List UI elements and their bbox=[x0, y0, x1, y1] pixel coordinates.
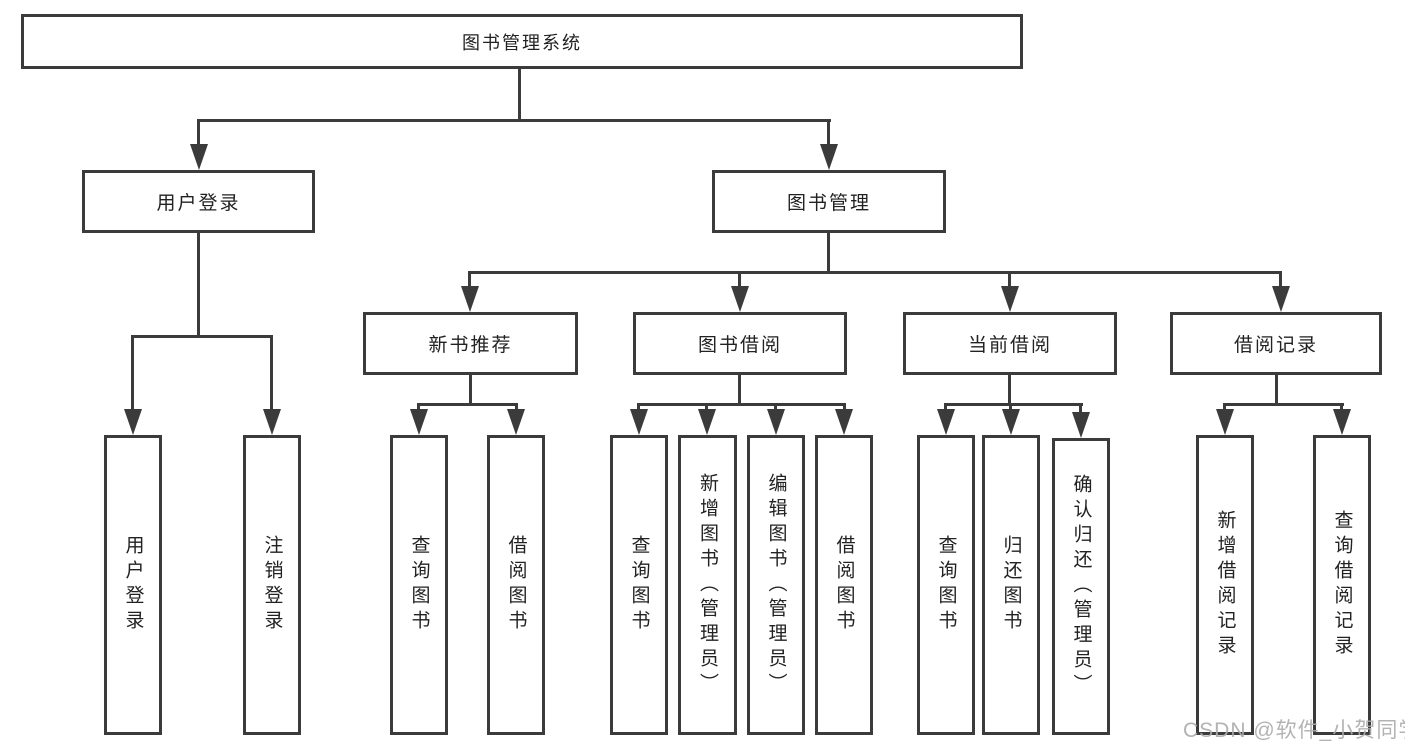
node-book-borrowing-label: 图书借阅 bbox=[697, 335, 782, 356]
connector-line bbox=[944, 403, 947, 412]
leaf-logout-label: 注销登录 bbox=[261, 535, 283, 635]
connector-line bbox=[197, 233, 200, 337]
leaf-return-book-label: 归还图书 bbox=[1000, 535, 1022, 635]
leaf-add-book-admin-label: 新增图书（管理员） bbox=[697, 472, 718, 698]
connector-line bbox=[1223, 403, 1226, 412]
leaf-query-book-recommend: 查询图书 bbox=[390, 435, 448, 735]
connector-line bbox=[843, 403, 846, 412]
leaf-logout: 注销登录 bbox=[243, 435, 301, 735]
leaf-query-borrow-record-label: 查询借阅记录 bbox=[1331, 510, 1353, 660]
connector-line bbox=[1008, 271, 1011, 288]
node-root: 图书管理系统 bbox=[21, 14, 1023, 69]
node-user-login: 用户登录 bbox=[82, 170, 315, 233]
leaf-add-borrow-record: 新增借阅记录 bbox=[1196, 435, 1254, 735]
arrowhead-icon bbox=[767, 409, 785, 435]
leaf-query-book-current: 查询图书 bbox=[917, 435, 975, 735]
node-book-management: 图书管理 bbox=[712, 170, 946, 233]
arrowhead-icon bbox=[1272, 286, 1290, 312]
connector-line bbox=[270, 335, 273, 411]
arrowhead-icon bbox=[731, 286, 749, 312]
connector-line bbox=[1008, 375, 1011, 406]
connector-line bbox=[1223, 403, 1344, 406]
arrowhead-icon bbox=[507, 409, 525, 435]
connector-line bbox=[518, 69, 521, 121]
leaf-borrow-book: 借阅图书 bbox=[815, 435, 873, 735]
leaf-edit-book-admin: 编辑图书（管理员） bbox=[747, 435, 805, 735]
connector-line bbox=[1079, 403, 1082, 412]
connector-line bbox=[637, 403, 640, 412]
connector-line bbox=[1009, 403, 1012, 412]
arrowhead-icon bbox=[1001, 286, 1019, 312]
connector-line bbox=[417, 403, 420, 412]
connector-line bbox=[417, 403, 518, 406]
leaf-query-book-borrowing: 查询图书 bbox=[610, 435, 668, 735]
connector-line bbox=[197, 119, 831, 122]
connector-line bbox=[1340, 403, 1343, 412]
leaf-add-borrow-record-label: 新增借阅记录 bbox=[1214, 510, 1236, 660]
leaf-borrow-book-label: 借阅图书 bbox=[833, 535, 855, 635]
node-borrowing-records: 借阅记录 bbox=[1170, 312, 1382, 375]
connector-line bbox=[1279, 271, 1282, 288]
arrowhead-icon bbox=[1216, 409, 1234, 435]
node-new-book-recommend: 新书推荐 bbox=[363, 312, 578, 375]
arrowhead-icon bbox=[410, 409, 428, 435]
connector-line bbox=[131, 335, 273, 338]
node-root-label: 图书管理系统 bbox=[462, 32, 582, 53]
node-book-borrowing: 图书借阅 bbox=[633, 312, 847, 375]
connector-line bbox=[131, 335, 134, 411]
arrowhead-icon bbox=[1333, 409, 1351, 435]
leaf-query-book-current-label: 查询图书 bbox=[935, 535, 957, 635]
connector-line bbox=[515, 403, 518, 412]
leaf-query-borrow-record: 查询借阅记录 bbox=[1313, 435, 1371, 735]
arrowhead-icon bbox=[124, 409, 142, 435]
leaf-return-book: 归还图书 bbox=[982, 435, 1040, 735]
leaf-user-login: 用户登录 bbox=[104, 435, 162, 735]
arrowhead-icon bbox=[1002, 409, 1020, 435]
arrowhead-icon bbox=[461, 286, 479, 312]
arrowhead-icon bbox=[1072, 412, 1090, 438]
connector-line bbox=[738, 271, 741, 288]
leaf-add-book-admin: 新增图书（管理员） bbox=[678, 435, 737, 735]
connector-line bbox=[468, 271, 1282, 274]
leaf-confirm-return-admin-label: 确认归还（管理员） bbox=[1070, 474, 1092, 699]
arrowhead-icon bbox=[630, 409, 648, 435]
node-book-management-label: 图书管理 bbox=[786, 193, 871, 214]
leaf-edit-book-admin-label: 编辑图书（管理员） bbox=[765, 472, 787, 698]
arrowhead-icon bbox=[820, 144, 838, 170]
connector-line bbox=[468, 271, 471, 288]
node-borrowing-records-label: 借阅记录 bbox=[1233, 335, 1318, 356]
watermark-text: CSDN @软件_小贺同学 bbox=[1183, 719, 1405, 742]
connector-line bbox=[637, 403, 846, 406]
leaf-borrow-book-recommend-label: 借阅图书 bbox=[505, 535, 527, 635]
arrowhead-icon bbox=[835, 409, 853, 435]
node-current-borrowing-label: 当前借阅 bbox=[967, 335, 1052, 356]
arrowhead-icon bbox=[937, 409, 955, 435]
connector-line bbox=[774, 403, 777, 412]
arrowhead-icon bbox=[190, 144, 208, 170]
connector-line bbox=[705, 403, 708, 412]
connector-line bbox=[738, 375, 741, 406]
connector-line bbox=[469, 375, 472, 406]
leaf-borrow-book-recommend: 借阅图书 bbox=[487, 435, 545, 735]
arrowhead-icon bbox=[263, 409, 281, 435]
node-user-login-label: 用户登录 bbox=[156, 193, 241, 214]
connector-line bbox=[1275, 375, 1278, 406]
leaf-query-book-recommend-label: 查询图书 bbox=[408, 535, 430, 635]
leaf-confirm-return-admin: 确认归还（管理员） bbox=[1052, 438, 1110, 735]
connector-line bbox=[197, 119, 200, 146]
arrowhead-icon bbox=[698, 409, 716, 435]
leaf-query-book-borrowing-label: 查询图书 bbox=[628, 535, 650, 635]
leaf-user-login-label: 用户登录 bbox=[122, 535, 144, 635]
connector-line bbox=[827, 119, 830, 146]
node-new-book-recommend-label: 新书推荐 bbox=[428, 335, 513, 356]
connector-line bbox=[827, 233, 830, 274]
node-current-borrowing: 当前借阅 bbox=[903, 312, 1117, 375]
connector-line bbox=[944, 403, 1083, 406]
